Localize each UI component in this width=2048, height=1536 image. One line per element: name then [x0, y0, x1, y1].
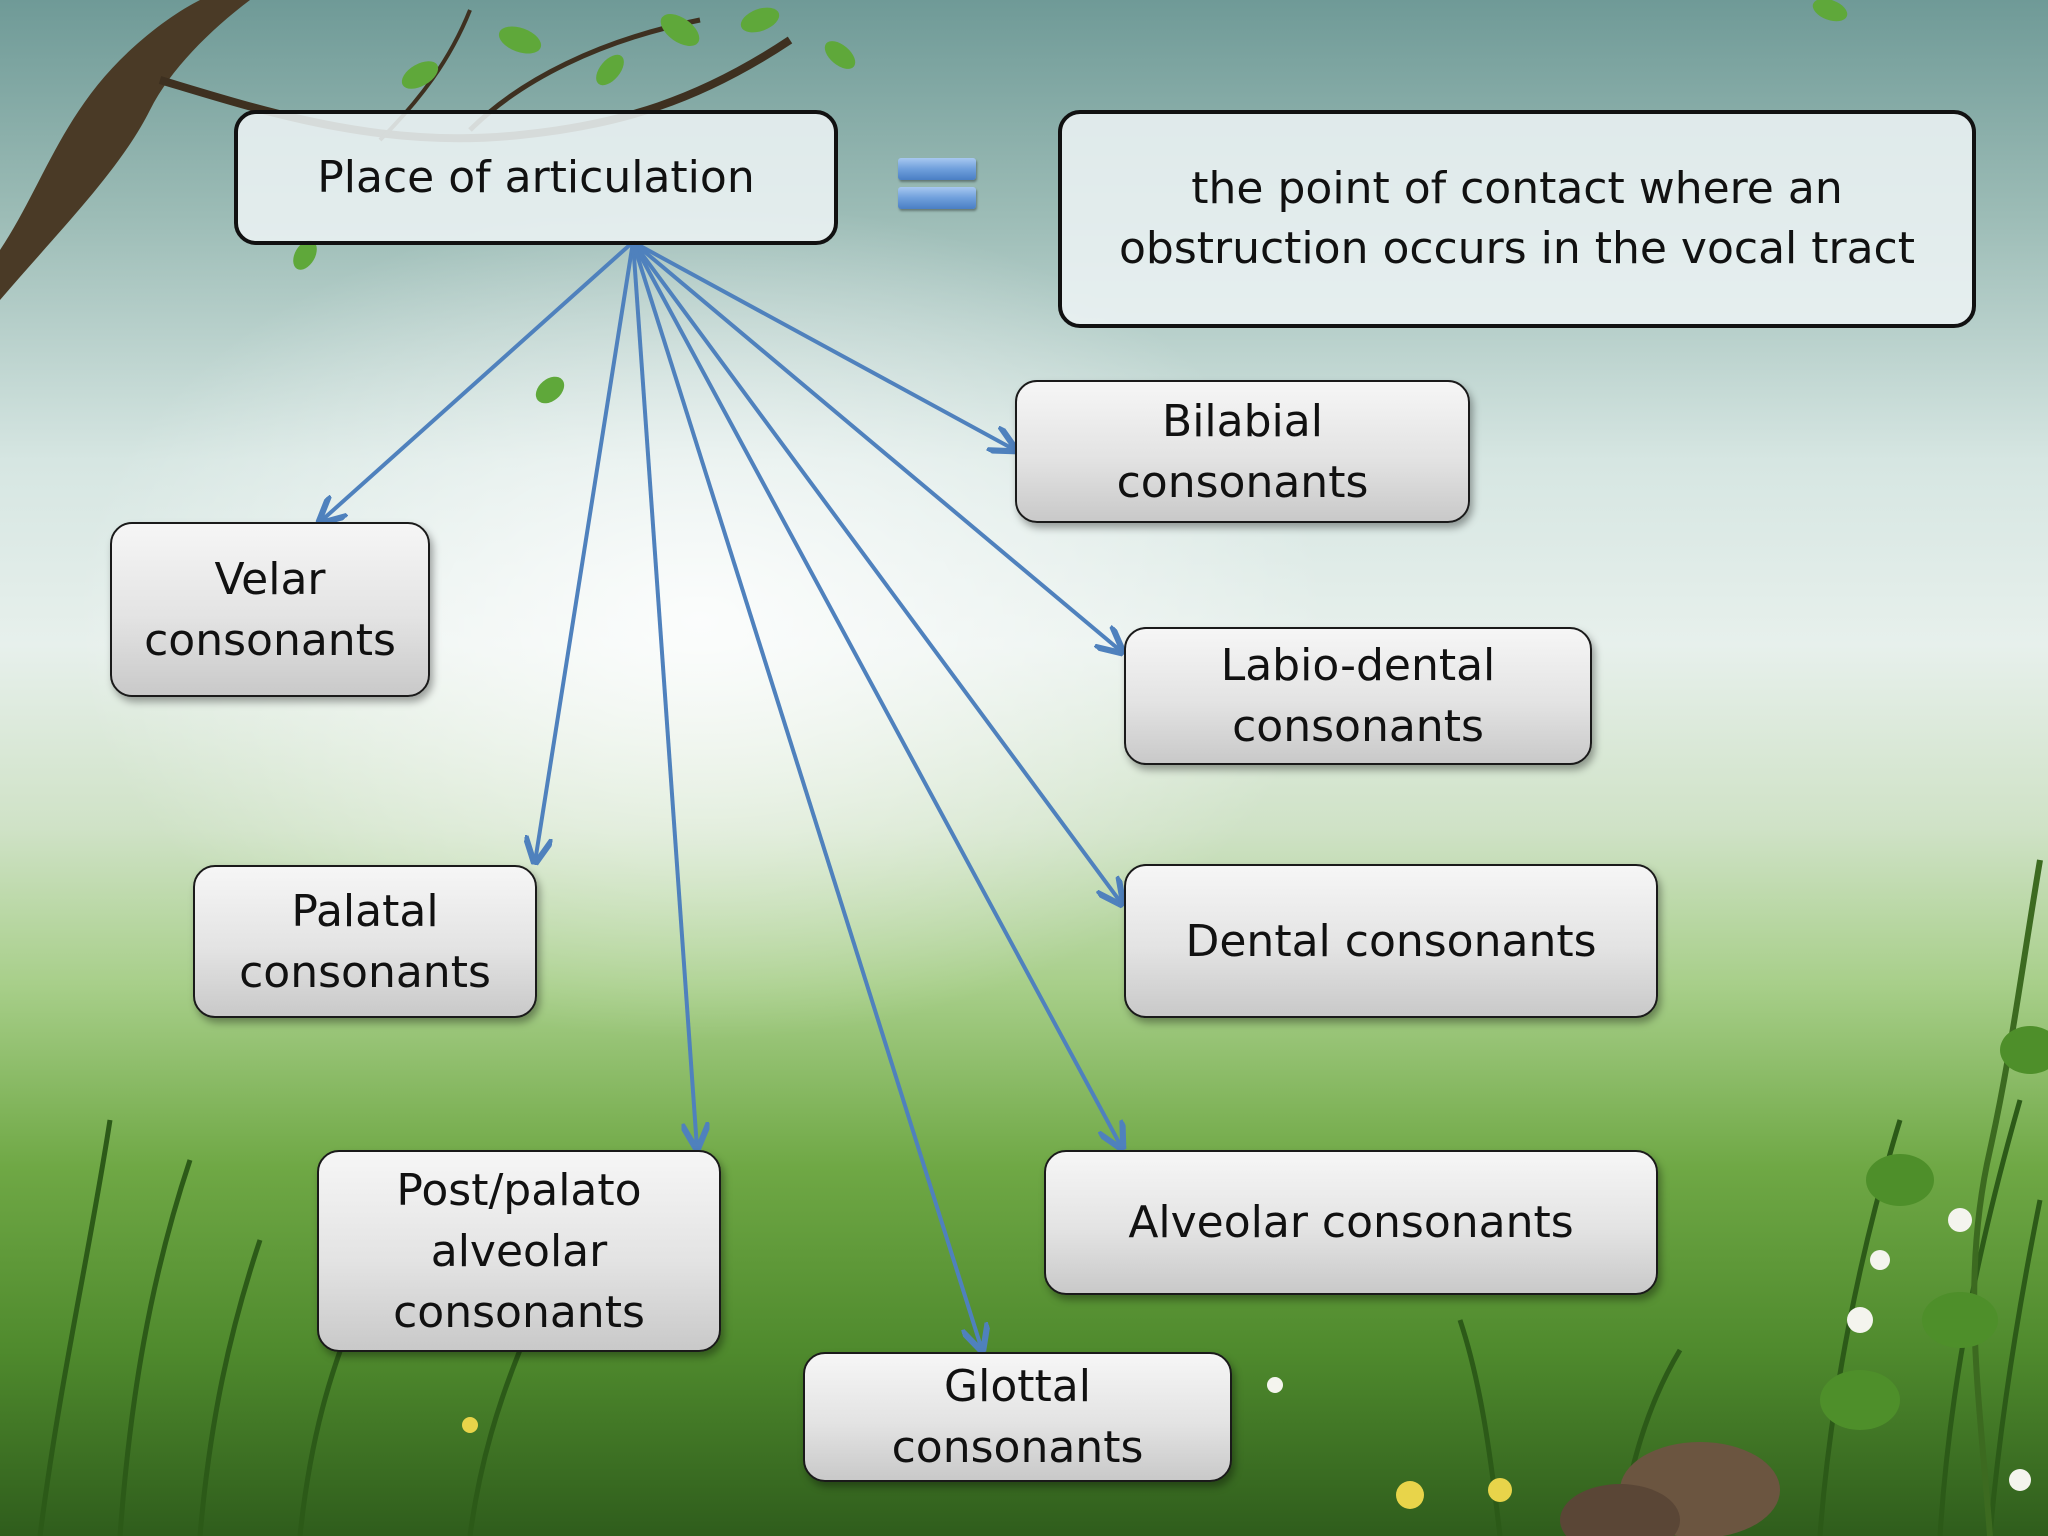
flower-decoration [1948, 1208, 1972, 1232]
branch-decoration [0, 0, 250, 300]
leaf-decoration [1812, 0, 1848, 22]
category-alveolar: Alveolar consonants [1044, 1150, 1658, 1295]
grass-decoration [467, 1349, 523, 1536]
grass-decoration [1457, 1319, 1503, 1536]
category-dental: Dental consonants [1124, 864, 1658, 1018]
category-postalveolar: Post/palato alveolar consonants [317, 1150, 721, 1352]
category-glottal: Glottal consonants [803, 1352, 1232, 1482]
rock-decoration [1560, 1484, 1680, 1536]
flower-decoration [462, 1417, 478, 1433]
root-label: Place of articulation [317, 151, 755, 203]
branch-decoration [1971, 859, 2043, 1536]
leaf-decoration [535, 376, 565, 404]
grass-decoration [197, 1239, 263, 1536]
category-label: Alveolar consonants [1128, 1197, 1574, 1248]
leaf-decoration [293, 240, 317, 270]
leaf-decoration [2000, 1026, 2048, 1074]
category-label: Palatal consonants [239, 885, 491, 998]
leaf-decoration [740, 7, 780, 33]
category-label: Velar consonants [144, 553, 396, 666]
flower-decoration [1870, 1250, 1890, 1270]
flower-decoration [1267, 1377, 1283, 1393]
category-label: Labio-dental consonants [1220, 640, 1496, 752]
leaf-decoration [824, 41, 856, 69]
flower-decoration [1396, 1481, 1424, 1509]
category-label: Bilabial consonants [1116, 395, 1369, 508]
flower-decoration [1847, 1307, 1873, 1333]
category-label: Glottal consonants [891, 1361, 1144, 1473]
grass-decoration [1987, 1199, 2043, 1536]
definition-box: the point of contact where an obstructio… [1058, 110, 1976, 328]
grass-decoration [117, 1159, 193, 1536]
grass-decoration [37, 1119, 113, 1536]
category-label: Post/palato alveolar consonants [393, 1164, 645, 1338]
leaf-decoration [1820, 1370, 1900, 1430]
flower-decoration [1488, 1478, 1512, 1502]
equals-icon [898, 158, 976, 210]
category-velar: Velar consonants [110, 522, 430, 697]
leaf-decoration [1866, 1154, 1934, 1206]
category-labiodental: Labio-dental consonants [1124, 627, 1592, 765]
category-palatal: Palatal consonants [193, 865, 537, 1018]
leaf-decoration [498, 26, 542, 54]
leaf-decoration [596, 54, 624, 86]
leaf-decoration [660, 14, 700, 46]
leaf-decoration [401, 61, 439, 89]
definition-text: the point of contact where an obstructio… [1118, 163, 1916, 274]
category-bilabial: Bilabial consonants [1015, 380, 1470, 523]
leaf-decoration [1922, 1292, 1998, 1348]
category-label: Dental consonants [1185, 915, 1597, 967]
flower-decoration [2009, 1469, 2031, 1491]
root-node: Place of articulation [234, 110, 838, 245]
